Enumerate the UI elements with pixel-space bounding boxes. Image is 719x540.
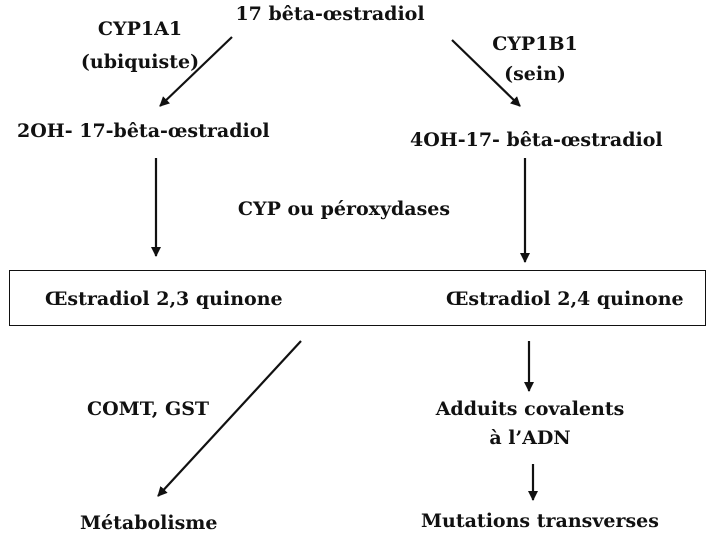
node-estradiol: 17 bêta-œstradiol <box>235 3 425 25</box>
quinone-box <box>9 270 706 326</box>
arrow-to-2oh <box>159 36 233 107</box>
enzyme-cyp1b1-note: (sein) <box>504 63 566 85</box>
enzyme-cyp1a1: CYP1A1 <box>97 18 183 40</box>
enzyme-cyp1a1-note: (ubiquiste) <box>80 51 200 73</box>
node-4oh-estradiol: 4OH-17- bêta-œstradiol <box>410 129 663 151</box>
node-mutations: Mutations transverses <box>421 510 659 532</box>
enzyme-cyp1b1: CYP1B1 <box>492 33 578 55</box>
arrow-to-metabolisme <box>157 340 302 497</box>
enzyme-cyp-peroxydases: CYP ou péroxydases <box>237 198 451 220</box>
enzyme-comt-gst: COMT, GST <box>87 398 210 420</box>
node-quinone-24: Œstradiol 2,4 quinone <box>446 288 684 310</box>
node-metabolisme: Métabolisme <box>80 512 218 534</box>
node-2oh-estradiol: 2OH- 17-bêta-œstradiol <box>17 120 270 142</box>
node-quinone-23: Œstradiol 2,3 quinone <box>45 288 283 310</box>
arrow-to-4oh <box>451 39 521 107</box>
node-adduits-line2: à l’ADN <box>489 427 571 449</box>
node-adduits-line1: Adduits covalents <box>435 398 625 420</box>
